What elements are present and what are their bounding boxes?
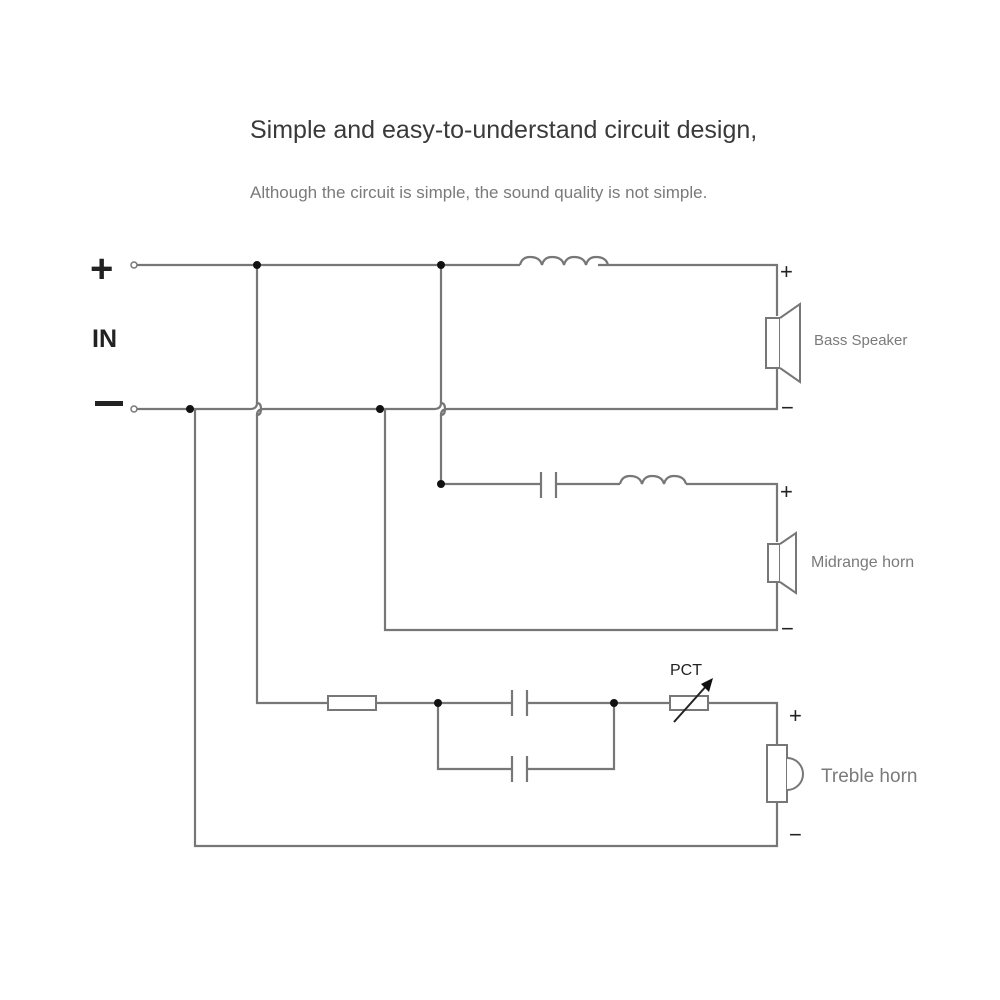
- pct-thermistor: [669, 695, 709, 711]
- midrange-horn-coil: [767, 543, 781, 583]
- treble-minus-sign: −: [789, 822, 802, 847]
- junction-dot: [437, 261, 445, 269]
- input-minus-terminal: [130, 405, 138, 413]
- midrange-minus-sign: −: [781, 616, 794, 641]
- midrange-plus-sign: +: [780, 479, 793, 504]
- input-plus-terminal: [130, 261, 138, 269]
- treble-plus-sign: +: [789, 703, 802, 728]
- midrange-inductor: [618, 474, 688, 485]
- treble-horn-label: Treble horn: [821, 766, 917, 787]
- pct-label: PCT: [670, 662, 702, 679]
- junction-dot: [434, 699, 442, 707]
- treble-horn-body: [766, 744, 788, 803]
- midrange-feed-wire: [439, 265, 540, 486]
- treble-feed-wire: [255, 265, 328, 705]
- treble-capacitor-2: [510, 756, 529, 782]
- bass-speaker-label: Bass Speaker: [814, 332, 907, 349]
- input-minus-sign: [95, 401, 123, 406]
- midrange-capacitor: [539, 472, 558, 498]
- bass-speaker-cone-icon: [779, 302, 801, 384]
- bass-minus-sign: −: [781, 395, 794, 420]
- bass-inductor: [518, 255, 610, 266]
- treble-capacitor-1: [510, 690, 529, 716]
- junction-dot: [376, 405, 384, 413]
- midrange-horn-cone-icon: [779, 531, 797, 595]
- bass-plus-wire: [598, 263, 779, 316]
- input-plus-sign: +: [90, 247, 113, 291]
- treble-horn-dome-icon: [786, 757, 804, 791]
- pct-arrow-icon: [701, 678, 713, 692]
- midrange-horn-label: Midrange horn: [811, 554, 914, 571]
- input-label: IN: [92, 325, 117, 353]
- diagram-subtitle: Although the circuit is simple, the soun…: [250, 183, 708, 202]
- midrange-return-wire: [383, 409, 779, 632]
- diagram-title: Simple and easy-to-understand circuit de…: [250, 116, 758, 144]
- minus-rail: [137, 368, 779, 417]
- bass-plus-sign: +: [780, 259, 793, 284]
- junction-dot: [186, 405, 194, 413]
- junction-dot: [610, 699, 618, 707]
- bass-speaker-coil: [765, 317, 781, 369]
- treble-return-wire: [193, 409, 779, 848]
- junction-dot: [253, 261, 261, 269]
- treble-resistor: [327, 695, 377, 711]
- junction-dot: [437, 480, 445, 488]
